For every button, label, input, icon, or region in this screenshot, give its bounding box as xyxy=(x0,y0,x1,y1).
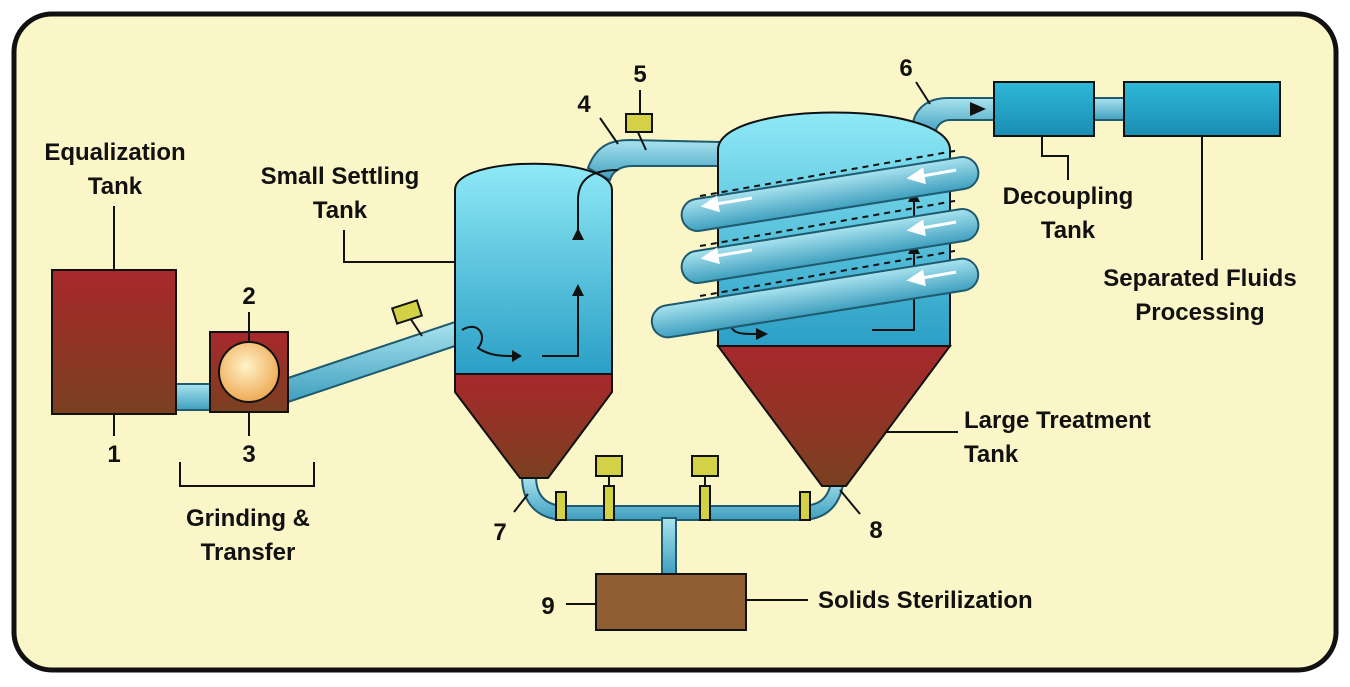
number-7: 7 xyxy=(493,519,506,546)
number-3: 3 xyxy=(242,441,255,468)
inlet-valve xyxy=(390,299,424,337)
number-2: 2 xyxy=(242,283,255,310)
label-grinding-2: Transfer xyxy=(201,539,296,566)
label-large-treatment-1: Large Treatment xyxy=(964,407,1151,434)
small-settling-tank xyxy=(454,162,619,479)
number-4: 4 xyxy=(577,91,591,118)
numbers: 1 2 3 4 5 6 7 8 9 xyxy=(107,55,912,620)
leader-lines xyxy=(113,81,1203,605)
label-large-treatment-2: Tank xyxy=(964,441,1019,468)
number-9: 9 xyxy=(541,593,554,620)
label-grinding-1: Grinding & xyxy=(186,505,310,532)
pipe-to-sterilization xyxy=(661,517,677,575)
pipe-decoupling-to-separated xyxy=(1092,97,1126,121)
number-1: 1 xyxy=(107,441,120,468)
label-small-settling-2: Tank xyxy=(313,197,368,224)
label-separated-2: Processing xyxy=(1135,299,1264,326)
grinder-rotor xyxy=(218,341,280,403)
separated-fluids-unit xyxy=(1123,81,1281,137)
label-separated-1: Separated Fluids xyxy=(1103,265,1296,292)
equalization-tank xyxy=(51,269,177,415)
heat-exchange-coils xyxy=(650,156,980,339)
number-6: 6 xyxy=(899,55,912,82)
diagram-frame xyxy=(11,11,1339,673)
label-small-settling-1: Small Settling xyxy=(261,163,420,190)
solids-sterilization-unit xyxy=(595,573,747,631)
bottom-valves xyxy=(555,455,811,521)
label-equalization-1: Equalization xyxy=(44,139,185,166)
number-5: 5 xyxy=(633,61,646,88)
pipe-6-arrow xyxy=(970,102,986,116)
decoupling-tank xyxy=(993,81,1095,137)
label-solids-sterilization: Solids Sterilization xyxy=(818,587,1033,614)
label-decoupling-1: Decoupling xyxy=(1003,183,1134,210)
label-equalization-2: Tank xyxy=(88,173,143,200)
number-8: 8 xyxy=(869,517,882,544)
labels: Equalization Tank Small Settling Tank Gr… xyxy=(44,139,1296,614)
pipe-equalization-to-grinder xyxy=(175,383,213,411)
label-decoupling-2: Tank xyxy=(1041,217,1096,244)
